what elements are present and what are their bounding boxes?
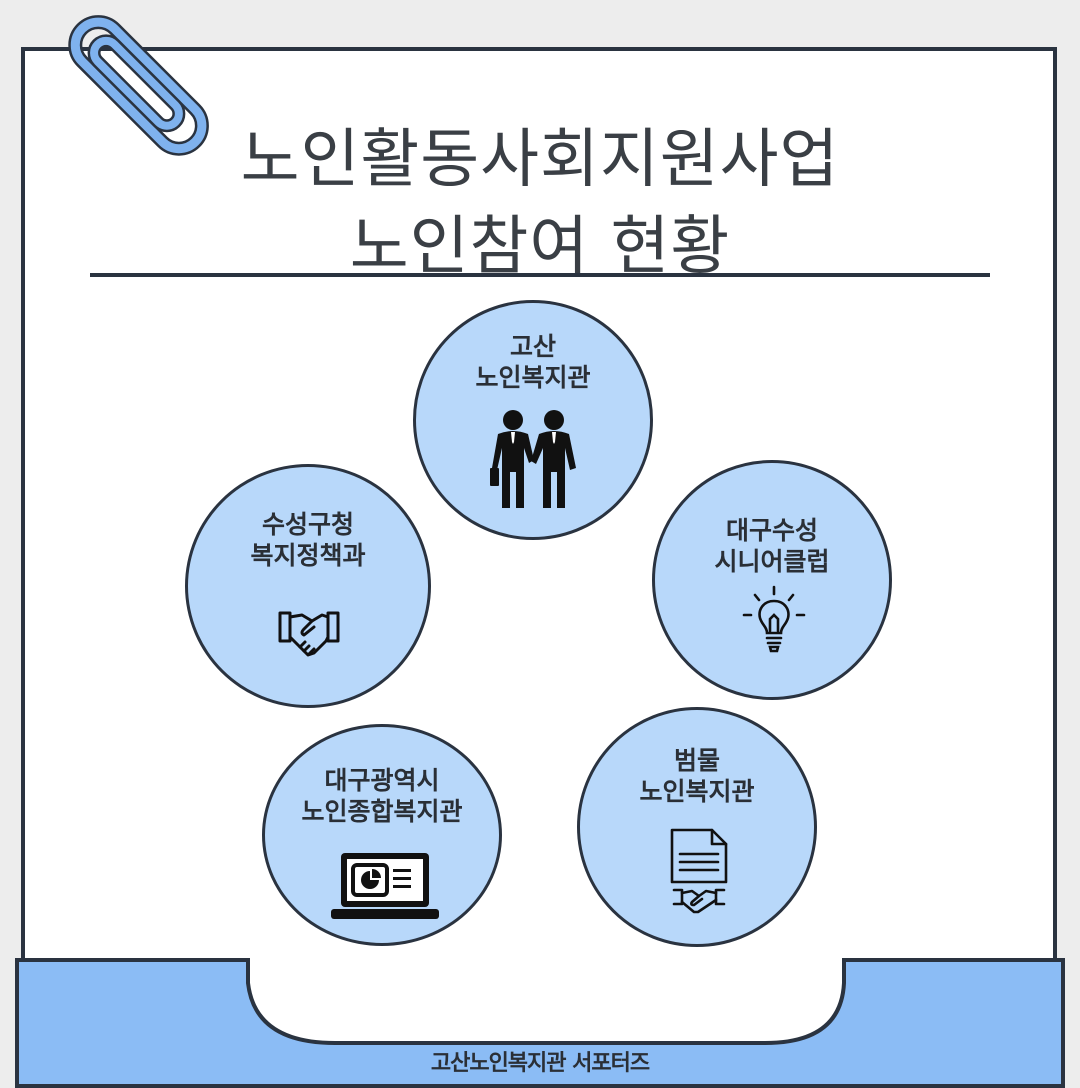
org-circle-daegu-suseong-senior-club: 대구수성 시니어클럽: [652, 460, 892, 700]
org-name-line-1: 범물: [673, 746, 720, 775]
org-name-line-2: 복지정책과: [250, 541, 366, 570]
footer-text: 고산노인복지관 서포터즈: [430, 1051, 650, 1076]
laptop-chart-icon: [331, 853, 439, 919]
org-name-line-2: 노인종합복지관: [301, 797, 463, 826]
org-circle-suseong-gu-office: 수성구청 복지정책과: [185, 464, 431, 708]
handshake-icon: [278, 611, 340, 657]
org-name-line-2: 노인복지관: [639, 777, 755, 806]
org-name-line-1: 대구광역시: [324, 766, 440, 795]
title-line-1: 노인활동사회지원사업: [240, 123, 840, 197]
org-name-line-2: 시니어클럽: [714, 547, 830, 576]
title-line-2: 노인참여 현황: [349, 210, 731, 284]
org-name-line-1: 고산: [509, 332, 556, 361]
businessmen-icon: [490, 410, 576, 508]
contract-handshake-icon: [670, 828, 728, 914]
paperclip-icon: [68, 15, 209, 156]
lightbulb-icon: [742, 585, 806, 653]
org-name-line-1: 대구수성: [725, 516, 818, 545]
org-name-line-1: 수성구청: [261, 510, 354, 539]
footer-band: [15, 958, 1065, 1088]
org-circle-daegu-metro-senior-center: 대구광역시 노인종합복지관: [262, 724, 502, 946]
org-circle-gosan: 고산 노인복지관: [413, 300, 653, 540]
org-name-line-2: 노인복지관: [475, 363, 591, 392]
title-divider: [90, 273, 990, 277]
org-circle-beommul: 범물 노인복지관: [577, 707, 817, 947]
